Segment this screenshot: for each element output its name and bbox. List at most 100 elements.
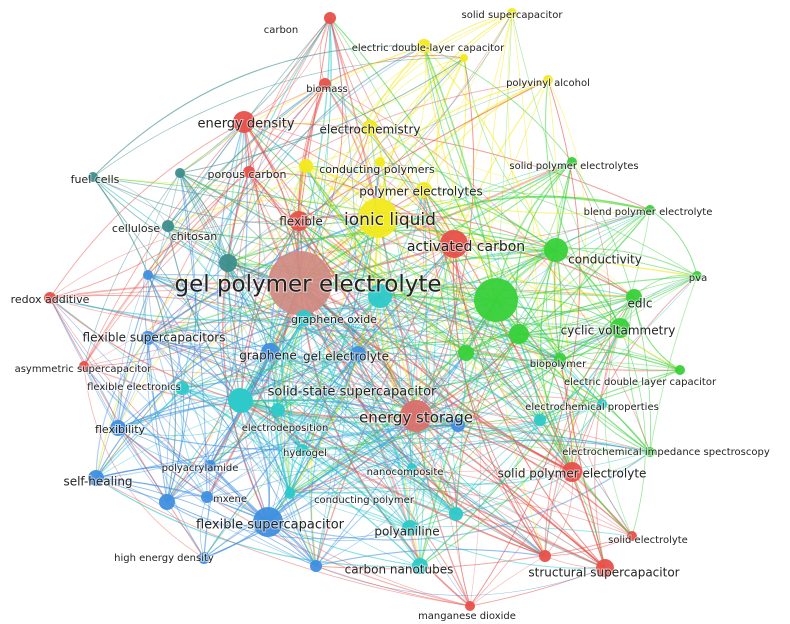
edge-ed-spe xyxy=(243,121,573,473)
node-structsc[interactable] xyxy=(596,559,614,577)
node-electrodep[interactable] xyxy=(271,403,285,417)
node-flexibility[interactable] xyxy=(110,420,126,436)
node-ghost15[interactable] xyxy=(534,414,546,426)
node-edlc2[interactable] xyxy=(675,365,685,375)
edge-flexible-biomass xyxy=(298,83,326,222)
node-cellulose[interactable] xyxy=(162,220,174,232)
node-gpe[interactable] xyxy=(268,251,332,315)
label-spe: solid polymer electrolyte xyxy=(498,467,647,481)
node-edlcap[interactable] xyxy=(417,39,431,53)
node-carbon[interactable] xyxy=(324,12,336,24)
node-edlc[interactable] xyxy=(626,289,642,305)
node-spe[interactable] xyxy=(562,462,582,482)
edge-polyel-echem xyxy=(369,127,425,191)
edge-echemprop-ghost11 xyxy=(303,317,603,405)
node-il[interactable] xyxy=(358,198,398,238)
node-ghost2[interactable] xyxy=(458,345,474,361)
edge-structsc-ghost8 xyxy=(315,565,606,596)
node-cond[interactable] xyxy=(544,238,568,262)
edge-flexibility-ghost12 xyxy=(117,161,381,429)
node-spes[interactable] xyxy=(567,157,577,167)
node-selfheal[interactable] xyxy=(88,470,104,486)
node-ghost14[interactable] xyxy=(285,487,295,497)
node-biomass[interactable] xyxy=(319,78,331,90)
label-solidsc: solid supercapacitor xyxy=(462,10,564,21)
node-condpoly[interactable] xyxy=(299,159,313,173)
edge-electrodep-ghost5 xyxy=(277,409,459,428)
node-cnt[interactable] xyxy=(412,558,428,574)
edge-ac-ghost10 xyxy=(452,243,546,557)
edge-eis-ghost9 xyxy=(179,172,651,453)
edge-gel-selfheal xyxy=(95,353,359,479)
node-solidsc[interactable] xyxy=(507,8,517,18)
edge-cv-pani xyxy=(409,327,621,529)
edge-ac-blend xyxy=(453,209,651,245)
node-fuel[interactable] xyxy=(88,172,98,182)
node-echem[interactable] xyxy=(362,120,378,136)
edge-cv-structsc xyxy=(594,327,621,569)
edge-ed-carbon xyxy=(243,17,331,123)
node-redox[interactable] xyxy=(44,292,56,304)
node-porous[interactable] xyxy=(243,166,255,178)
node-ghost5[interactable] xyxy=(451,418,465,432)
node-biopoly[interactable] xyxy=(554,353,566,365)
node-asym[interactable] xyxy=(79,361,89,371)
edge-cellulose-ghost14 xyxy=(167,225,291,493)
node-pani[interactable] xyxy=(402,520,418,536)
node-ghost11[interactable] xyxy=(296,310,312,326)
node-mxene[interactable] xyxy=(201,491,213,503)
edge-biomass-ghost6 xyxy=(166,83,326,503)
node-chitosan[interactable] xyxy=(219,254,237,272)
node-ghost0[interactable] xyxy=(474,278,518,322)
edge-fuel-edlcap xyxy=(92,45,425,178)
node-ghost12[interactable] xyxy=(375,157,385,167)
node-ghost6[interactable] xyxy=(159,494,175,510)
label-cond: conductivity xyxy=(568,253,642,267)
node-ghost7[interactable] xyxy=(143,270,153,280)
edge-hydrogel-ghost5 xyxy=(301,424,459,456)
node-ghost3[interactable] xyxy=(229,389,253,413)
node-ghost1[interactable] xyxy=(509,324,529,344)
node-cv[interactable] xyxy=(610,318,630,338)
node-ac[interactable] xyxy=(440,230,468,258)
node-ghost9[interactable] xyxy=(175,168,185,178)
node-graphene[interactable] xyxy=(261,343,279,361)
node-gel[interactable] xyxy=(350,346,366,362)
node-mno2[interactable] xyxy=(465,601,475,611)
node-echemprop[interactable] xyxy=(597,399,607,409)
edge-spe-condpolymer xyxy=(289,470,573,495)
node-pva[interactable] xyxy=(543,75,553,85)
node-ghost8[interactable] xyxy=(310,560,322,572)
node-flexible[interactable] xyxy=(289,211,309,231)
edge-cond-pvaabbr xyxy=(555,247,698,277)
node-pvaabbr[interactable] xyxy=(692,271,702,281)
node-ed[interactable] xyxy=(233,111,255,133)
node-solidel[interactable] xyxy=(627,531,637,541)
node-nanocomp[interactable] xyxy=(407,463,417,473)
node-ghost4[interactable] xyxy=(449,507,463,521)
edge-ssc-structsc xyxy=(239,399,606,569)
node-blend[interactable] xyxy=(645,205,655,215)
node-go[interactable] xyxy=(368,284,392,308)
edge-il-cv xyxy=(377,217,621,329)
edge-graphene-echem xyxy=(269,127,371,353)
node-polyacryl[interactable] xyxy=(204,460,216,472)
node-ghost10[interactable] xyxy=(539,550,551,562)
node-fsc[interactable] xyxy=(253,507,283,537)
node-fscs[interactable] xyxy=(141,331,155,345)
node-es[interactable] xyxy=(400,400,432,432)
node-hydrogel[interactable] xyxy=(296,444,308,456)
node-hed[interactable] xyxy=(198,552,210,564)
node-ghost13[interactable] xyxy=(460,54,468,62)
edge-gpe-blend xyxy=(299,195,651,284)
node-polyel[interactable] xyxy=(416,182,432,198)
edge-edlc-ghost13 xyxy=(463,57,635,298)
edge-polyel-mxene xyxy=(206,189,425,498)
label-echemprop: electrochemical properties xyxy=(525,402,659,413)
edge-condpoly-edlc2 xyxy=(305,165,681,371)
edge-pani-condpolymer xyxy=(289,493,411,529)
node-eis[interactable] xyxy=(645,447,655,457)
edge-pani-echemprop xyxy=(409,403,603,529)
node-flexel[interactable] xyxy=(175,381,189,395)
